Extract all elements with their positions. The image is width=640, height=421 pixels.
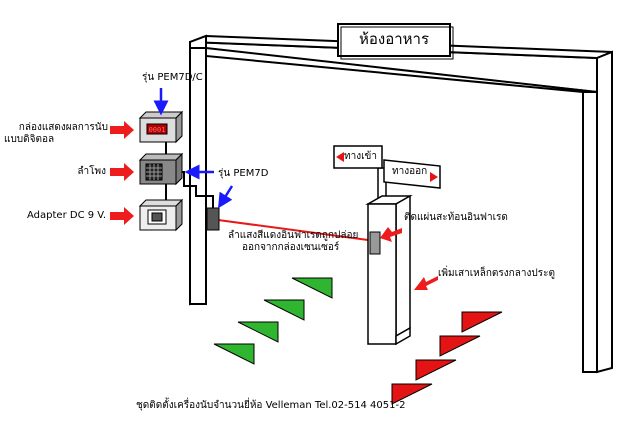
sign-out-label: ทางออก xyxy=(392,166,428,177)
model-c-label: รุ่น PEM7D/C xyxy=(142,72,203,83)
speaker-box xyxy=(138,152,184,186)
arrow-speaker xyxy=(110,163,134,181)
restaurant-sign-text: ห้องอาหาร xyxy=(358,30,430,48)
caption: ชุดติดตั้งเครื่องนับจำนวนยี่ห้อ Velleman… xyxy=(136,400,406,411)
speaker-label: ลำโพง xyxy=(77,166,106,177)
display-box-label-line2: แบบดิจิตอล xyxy=(4,134,55,145)
adapter-label: Adapter DC 9 V. xyxy=(27,210,106,221)
direction-sign xyxy=(333,145,441,199)
red-triangles xyxy=(391,311,503,405)
beam-label-line1: ลำแสงสีแดงอินฟาเรดถูกปล่อย xyxy=(228,230,359,241)
reflector-plate xyxy=(369,231,381,255)
adapter-box xyxy=(138,198,184,232)
blue-arrows xyxy=(153,88,234,209)
infrared-beam xyxy=(217,219,369,241)
pole-label: เพิ่มเสาเหล็กตรงกลางประตู xyxy=(438,268,555,279)
model-label: รุ่น PEM7D xyxy=(218,168,269,179)
reflector-label: ติดแผ่นสะท้อนอินฟาเรด xyxy=(404,212,508,223)
sign-in-label: ทางเข้า xyxy=(344,151,377,162)
counter-display-box: 0001 xyxy=(138,110,184,144)
sensor-box xyxy=(206,207,220,231)
green-triangles xyxy=(213,277,333,365)
arrow-adapter xyxy=(110,207,134,225)
display-digits: 0001 xyxy=(149,126,166,134)
arrow-display xyxy=(110,121,134,139)
restaurant-sign xyxy=(337,23,454,60)
middle-pole xyxy=(365,194,413,346)
red-arrows xyxy=(110,121,438,290)
display-box-label-line1: กล่องแสดงผลการนับ xyxy=(18,122,108,133)
beam-label-line2: ออกจากกล่องเซนเซอร์ xyxy=(242,242,340,253)
arrow-pole xyxy=(414,276,438,290)
arrow-reflector xyxy=(380,227,402,242)
cable xyxy=(176,171,214,208)
